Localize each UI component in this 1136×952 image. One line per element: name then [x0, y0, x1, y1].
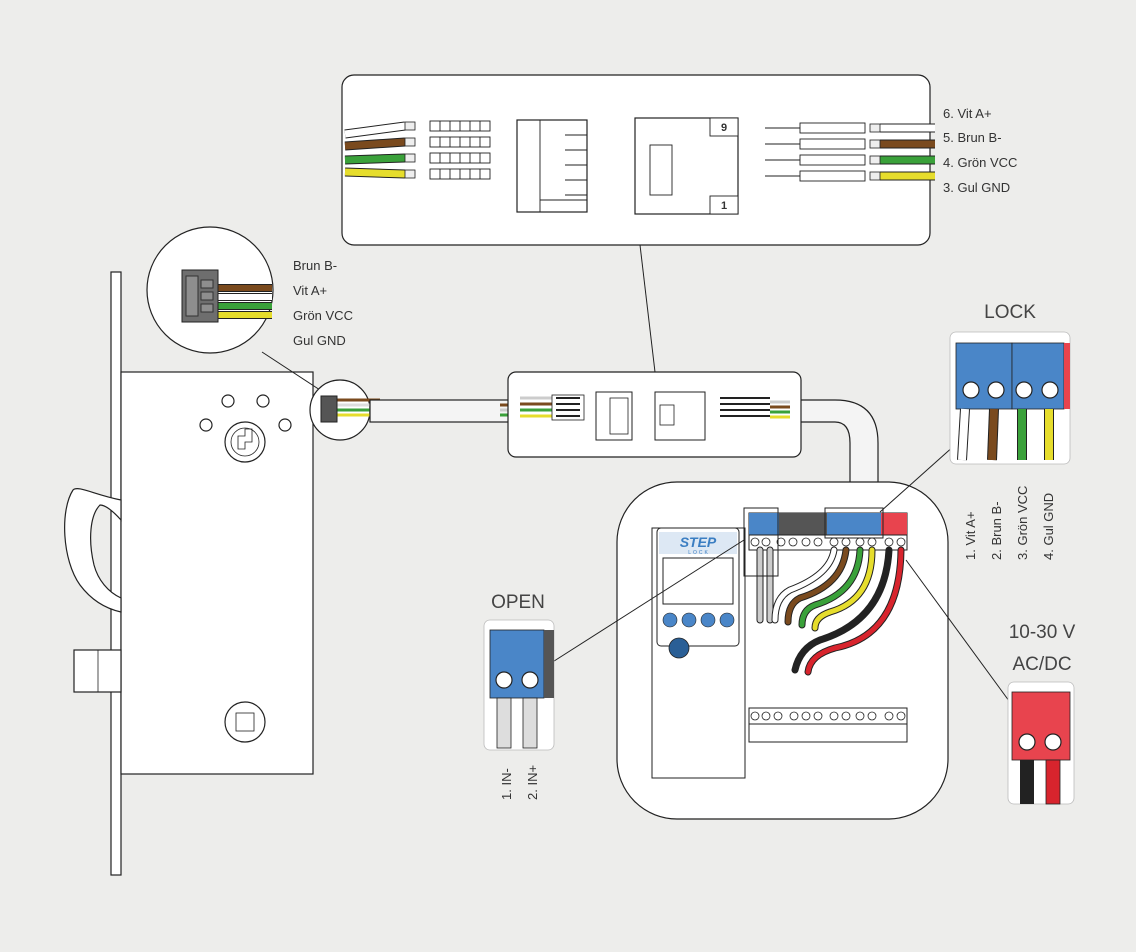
pin-label-5: 5. Brun B-: [943, 130, 1002, 145]
power-voltage-label: 10-30 V: [1009, 622, 1076, 643]
connector-number-top: 9: [721, 122, 727, 134]
open-terminal-label-2: 2. IN+: [525, 765, 540, 800]
lock-terminal-detail: LOCK: [949, 302, 1071, 465]
controller-keypad: [662, 612, 735, 628]
cable: [369, 399, 879, 486]
lock-connector-label-1: Brun B-: [293, 258, 337, 273]
controller-logo-sub: LOCK: [688, 550, 710, 556]
lock-terminal-label-4: 4. Gul GND: [1041, 493, 1056, 560]
deadbolt: [73, 649, 122, 693]
lock-terminal-label-2: 2. Brun B-: [989, 501, 1004, 560]
pin-label-3: 3. Gul GND: [943, 180, 1010, 195]
lock-body: [64, 271, 314, 876]
controller-logo: STEP: [680, 534, 717, 550]
connector-detail-box: 9 1: [341, 74, 935, 246]
hook-latch: [64, 488, 122, 613]
power-type-label: AC/DC: [1012, 654, 1071, 675]
junction-box: [507, 244, 802, 458]
open-terminal-label-1: 1. IN-: [499, 768, 514, 800]
lock-connector-label-3: Grön VCC: [293, 308, 353, 323]
power-terminal-detail: 10-30 V AC/DC: [1007, 622, 1076, 805]
open-terminal-title: OPEN: [491, 592, 545, 613]
lock-connector-magnifier: Brun B- Vit A+ Grön VCC Gul GND: [146, 226, 353, 391]
magnified-wires: [218, 284, 272, 319]
lock-terminal-label-3: 3. Grön VCC: [1015, 486, 1030, 560]
pin-label-4: 4. Grön VCC: [943, 155, 1017, 170]
lock-terminal-title: LOCK: [984, 302, 1036, 323]
follower-hole: [224, 701, 266, 743]
lock-connector-label-2: Vit A+: [293, 283, 327, 298]
lock-terminal-label-1: 1. Vit A+: [963, 511, 978, 560]
lock-connector-label-4: Gul GND: [293, 333, 346, 348]
open-terminal-detail: OPEN: [483, 592, 555, 751]
pin-label-6: 6. Vit A+: [943, 106, 992, 121]
controller-enclosure: STEP LOCK: [550, 444, 1013, 820]
connector-number-bottom: 1: [721, 200, 727, 212]
